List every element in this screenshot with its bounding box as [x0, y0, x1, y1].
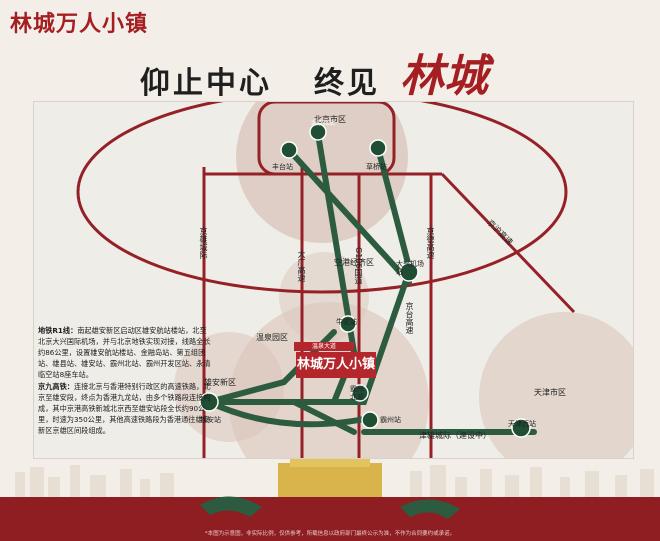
district-xiongan: 雄安新区: [204, 378, 236, 387]
info-r1-text: 南起雄安新区启动区雄安航站楼站，北至北京大兴国际机场，并与北京地铁实现对接，线路…: [38, 326, 211, 379]
district-tianjin: 天津市区: [534, 388, 566, 397]
location-map: 北京市区 空港经济区 温泉园区 雄安新区 天津市区 北京西站 丰台站 草桥站 大…: [33, 101, 634, 459]
label-xiongan: 雄安站: [200, 416, 221, 424]
center-project-label: 林城万人小镇: [296, 352, 376, 378]
station-daxing-airport: [399, 262, 419, 282]
info-jx-text: 连接北京与香港特别行政区的高速铁路，北京至雄安段，终点为香港九龙站，由多个铁路段…: [38, 382, 211, 435]
district-airport: 空港经济区: [334, 258, 374, 267]
bottom-decoration: [0, 457, 660, 541]
station-bazhou: [361, 411, 379, 429]
station-xiongan: [199, 392, 219, 412]
station-bazhou-north: [351, 384, 369, 402]
rail-4: [206, 269, 412, 405]
info-r1-title: 地铁R1线：: [38, 326, 78, 335]
center-tag: 温泉大道: [294, 342, 354, 351]
info-jx-title: 京九高铁：: [38, 382, 74, 391]
label-fengtai: 丰台站: [272, 163, 293, 171]
label-rail-jinxiong: 津雄城际（建设中）: [419, 431, 491, 440]
label-road-jingde: 京德高速: [426, 227, 435, 259]
label-bazhou-north: 霸州北站: [350, 385, 364, 401]
station-niutuo: [339, 315, 357, 333]
center-radius: [229, 302, 429, 458]
rail-2: [286, 147, 412, 285]
tianjin-radius: [479, 312, 633, 458]
label-daxing-airport: 大兴机场站: [396, 260, 424, 276]
district-beijing: 北京市区: [314, 115, 346, 124]
label-caoqiao: 草桥站: [366, 163, 387, 171]
brand-title: 林城万人小镇: [10, 11, 149, 37]
road-jinghu: [440, 172, 576, 314]
label-road-g106: G106国道: [354, 247, 363, 285]
district-wenquan: 温泉园区: [256, 333, 288, 342]
station-tianjin-west: [511, 418, 531, 438]
outer-ring-road: [76, 102, 568, 294]
label-tianjin-west: 天津西站: [508, 420, 536, 428]
map-graphics: [76, 102, 633, 458]
station-beijing-west: [309, 123, 327, 141]
label-bazhou: 霸州站: [380, 416, 401, 424]
station-fengtai: [280, 141, 298, 159]
rail-7: [291, 399, 357, 435]
slogan-part3: 林城: [400, 51, 488, 102]
label-road-jingtai: 京台高速: [405, 302, 414, 334]
rail-6: [206, 399, 377, 428]
disclaimer-text: *本图为示意图，非实际比例，仅供参考，所载信息以政府部门最终公示为准，不作为合同…: [204, 531, 456, 537]
label-road-daguang: 大广高速: [297, 250, 306, 282]
info-r1: 地铁R1线：南起雄安新区启动区雄安航站楼站，北至北京大兴国际机场，并与北京地铁实…: [38, 325, 213, 380]
label-beijing-west: 北京西站: [311, 120, 336, 127]
rail-3: [375, 145, 412, 270]
xiongan-radius: [174, 332, 284, 442]
station-caoqiao: [369, 139, 387, 157]
label-niutuo: 牛驼站: [336, 318, 357, 326]
slogan-part1: 仰止中心: [140, 66, 272, 101]
slogan-part2: 终见: [314, 66, 380, 101]
label-road-jingxiong: 京雄城际: [199, 227, 208, 259]
info-jx: 京九高铁：连接北京与香港特别行政区的高速铁路，北京至雄安段，终点为香港九龙站，由…: [38, 381, 213, 436]
skyline-illustration: [0, 459, 660, 541]
